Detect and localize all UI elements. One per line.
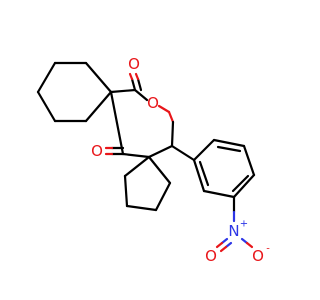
bond	[134, 72, 140, 81]
carbonyl-top	[128, 72, 143, 92]
molecule-canvas: O O O N + O O -	[36, 55, 270, 265]
bond	[147, 155, 172, 185]
molecule-structure: O O O N + O O -	[36, 55, 270, 265]
bond	[147, 144, 174, 159]
bond	[242, 144, 256, 177]
bond	[133, 88, 149, 102]
bond	[136, 77, 143, 92]
cyclopentane-ring	[123, 155, 172, 212]
atom-oxygen-carbonyl-top: O	[128, 55, 140, 73]
bond	[130, 77, 137, 92]
cyclohexane-ring	[36, 61, 113, 123]
carbonyl-left	[104, 146, 125, 156]
bond	[121, 152, 151, 159]
bond	[109, 90, 125, 156]
bond	[212, 138, 246, 148]
bond	[216, 145, 242, 153]
lactone-ring	[109, 88, 175, 159]
bond	[215, 241, 224, 249]
bond	[123, 174, 129, 208]
nitro-group	[215, 195, 254, 253]
bond	[109, 88, 137, 94]
charge-plus: +	[240, 219, 248, 230]
bond	[232, 173, 256, 199]
atom-oxygen-carbonyl-left: O	[91, 142, 103, 160]
bond	[219, 245, 228, 253]
bond	[198, 160, 210, 187]
atom-oxygen-ring: O	[147, 94, 159, 112]
bond	[154, 181, 172, 212]
bond	[84, 90, 113, 123]
phenyl-ring	[192, 138, 256, 199]
bond	[245, 241, 254, 249]
atom-oxygen-nitro-left: O	[205, 247, 217, 265]
bond	[128, 72, 134, 81]
bond	[123, 155, 151, 178]
bond	[36, 61, 57, 94]
bond	[192, 158, 206, 193]
atom-oxygen-nitro-right: O	[252, 247, 264, 265]
charge-minus: -	[266, 244, 270, 255]
bond	[170, 120, 175, 148]
bond	[231, 174, 250, 193]
bond	[192, 138, 216, 162]
bond	[36, 90, 57, 123]
atom-nitrogen: N	[228, 222, 239, 240]
bond	[125, 204, 158, 212]
bond	[167, 110, 175, 124]
bond	[202, 189, 236, 199]
bond	[157, 104, 171, 114]
bond	[84, 61, 113, 94]
bond	[170, 144, 196, 162]
